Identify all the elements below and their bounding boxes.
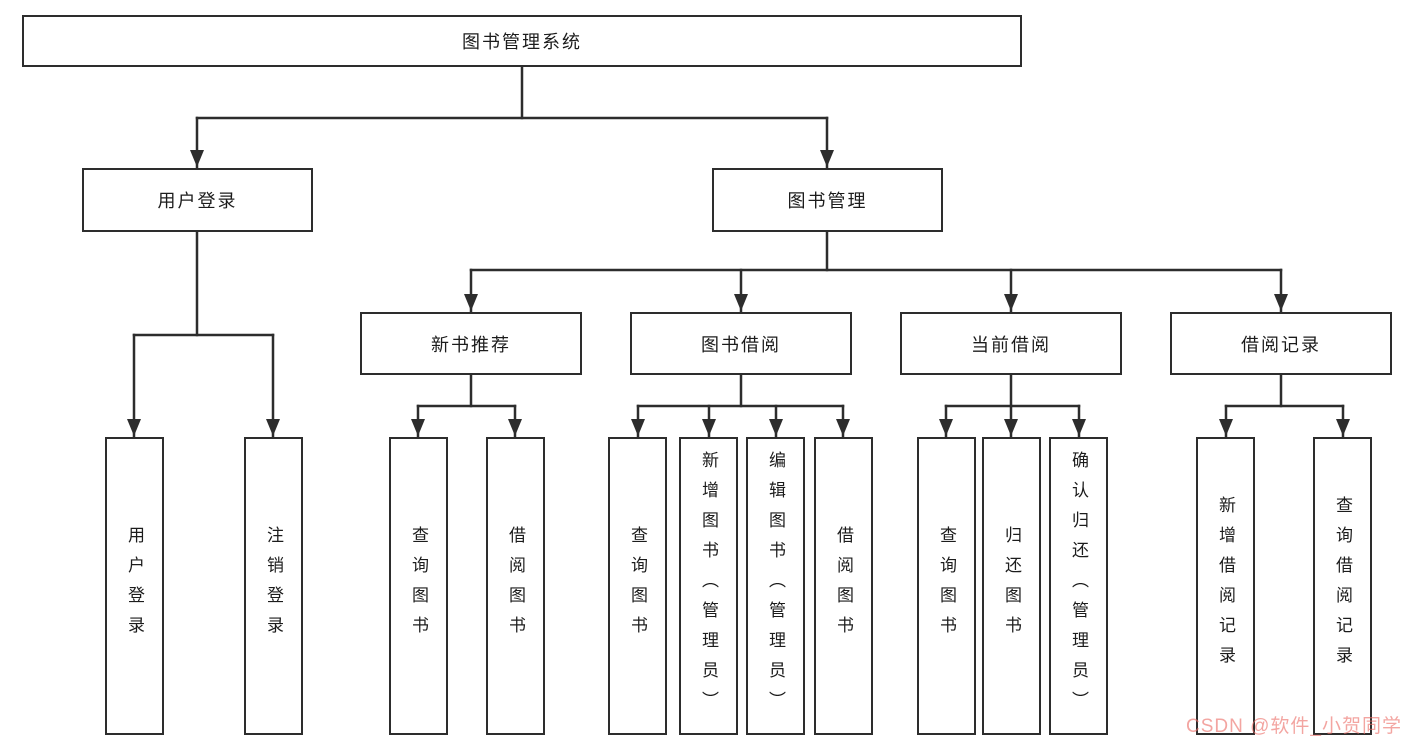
watermark-csdn: CSDN @软件_小贺同学 [1186,716,1402,737]
node-label: 图书管理 [787,191,868,211]
leaf-label: 注销登录 [264,526,283,646]
leaf-borrow-books-recommend: 借阅图书 [486,437,545,735]
node-borrowing-records: 借阅记录 [1170,312,1392,375]
leaf-label: 用户登录 [125,526,144,646]
node-label: 借阅记录 [1241,334,1321,355]
leaf-user-login: 用户登录 [105,437,164,735]
node-label: 用户登录 [157,191,238,211]
leaf-confirm-return-admin: 确认归还（管理员） [1049,437,1108,735]
leaf-label: 查询图书 [937,526,956,646]
node-label: 图书管理系统 [462,32,582,52]
leaf-label: 编辑图书（管理员） [766,451,785,721]
leaf-query-books-current: 查询图书 [917,437,976,735]
node-book-management: 图书管理 [712,168,943,232]
node-book-borrowing: 图书借阅 [630,312,852,375]
leaf-label: 借阅图书 [506,526,525,646]
node-user-login: 用户登录 [82,168,313,232]
leaf-label: 新增图书（管理员） [699,451,718,721]
leaf-query-books-borrow: 查询图书 [608,437,667,735]
leaf-borrow-books: 借阅图书 [814,437,873,735]
leaf-return-books: 归还图书 [982,437,1041,735]
node-new-book-recommendation: 新书推荐 [360,312,582,375]
node-current-borrowing: 当前借阅 [900,312,1122,375]
leaf-label: 新增借阅记录 [1216,496,1235,676]
leaf-label: 借阅图书 [834,526,853,646]
node-library-management-system: 图书管理系统 [22,15,1022,67]
leaf-add-borrow-record: 新增借阅记录 [1196,437,1255,735]
leaf-label: 查询借阅记录 [1333,496,1352,676]
node-label: 新书推荐 [431,334,511,355]
leaf-add-book-admin: 新增图书（管理员） [679,437,738,735]
leaf-label: 归还图书 [1002,526,1021,646]
leaf-logout: 注销登录 [244,437,303,735]
node-label: 图书借阅 [701,334,781,355]
leaf-edit-book-admin: 编辑图书（管理员） [746,437,805,735]
leaf-label: 查询图书 [628,526,647,646]
leaf-label: 确认归还（管理员） [1069,451,1088,721]
leaf-query-books-recommend: 查询图书 [389,437,448,735]
leaf-label: 查询图书 [409,526,428,646]
leaf-query-borrow-record: 查询借阅记录 [1313,437,1372,735]
node-label: 当前借阅 [971,334,1051,355]
